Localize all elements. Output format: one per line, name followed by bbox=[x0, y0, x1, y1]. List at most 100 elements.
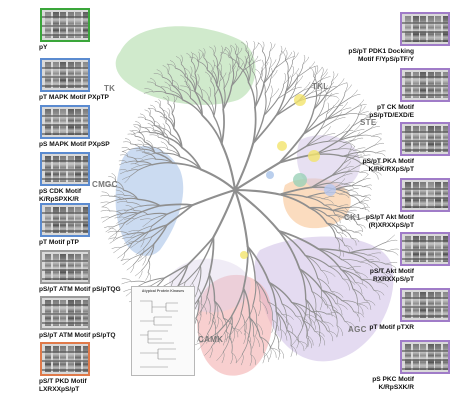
tree-branch bbox=[326, 313, 338, 319]
tree-branch bbox=[313, 93, 327, 110]
tree-branch bbox=[347, 265, 361, 269]
tree-branch bbox=[198, 49, 205, 58]
tree-branch bbox=[109, 232, 118, 238]
tree-branch bbox=[209, 346, 213, 359]
tree-branch bbox=[251, 70, 257, 87]
tree-branch bbox=[342, 278, 350, 291]
tree-branch bbox=[112, 222, 125, 228]
tree-branch bbox=[278, 348, 285, 359]
tree-branch bbox=[236, 62, 244, 73]
tree-branch bbox=[320, 68, 328, 78]
tree-branch bbox=[351, 113, 359, 127]
tree-branch bbox=[104, 226, 114, 228]
tree-branch bbox=[252, 40, 256, 52]
tree-branch bbox=[206, 273, 211, 298]
tree-branch bbox=[101, 191, 110, 197]
tree-branch bbox=[220, 52, 230, 58]
tree-branch bbox=[261, 59, 264, 72]
tree-branch bbox=[317, 248, 342, 271]
tree-branch bbox=[108, 227, 117, 233]
tree-branch bbox=[199, 236, 215, 267]
tree-branch bbox=[332, 309, 338, 326]
tree-branch bbox=[223, 317, 228, 333]
tree-branch bbox=[118, 160, 127, 163]
tree-branch bbox=[163, 132, 170, 145]
tree-branch bbox=[142, 255, 147, 266]
tree-branch bbox=[291, 65, 295, 78]
tree-branch bbox=[216, 351, 224, 361]
tree-branch bbox=[263, 98, 271, 116]
tree-branch bbox=[297, 321, 305, 338]
tree-branch bbox=[139, 163, 153, 167]
tree-branch bbox=[341, 229, 352, 239]
tree-branch bbox=[197, 84, 203, 100]
tree-branch bbox=[308, 207, 328, 217]
blot-band bbox=[42, 85, 88, 87]
tree-branch bbox=[311, 291, 326, 305]
tree-branch bbox=[159, 203, 194, 207]
tree-branch bbox=[267, 301, 283, 315]
tree-branch bbox=[315, 67, 322, 76]
tree-branch bbox=[114, 194, 125, 196]
tree-branch bbox=[135, 237, 145, 245]
tree-branch bbox=[331, 73, 339, 82]
tree-branch bbox=[310, 175, 333, 189]
tree-branch bbox=[141, 259, 149, 271]
tree-branch bbox=[252, 114, 277, 145]
tree-branch bbox=[252, 114, 265, 145]
tree-branch bbox=[120, 197, 139, 200]
tree-branch bbox=[369, 261, 386, 265]
tree-branch bbox=[285, 76, 299, 93]
tree-branch bbox=[295, 73, 299, 85]
blot-lane bbox=[412, 292, 419, 318]
tree-branch bbox=[214, 81, 221, 96]
tree-branch bbox=[344, 82, 348, 93]
tree-branch bbox=[304, 314, 318, 321]
tree-branch bbox=[109, 238, 118, 244]
tree-branch bbox=[283, 72, 286, 85]
tree-branch bbox=[359, 202, 369, 207]
blot-lane bbox=[75, 207, 82, 233]
tree-branch bbox=[165, 92, 184, 101]
tree-branch bbox=[295, 315, 308, 322]
tree-branch bbox=[311, 291, 317, 311]
tree-branch bbox=[330, 290, 344, 298]
tree-branch bbox=[120, 258, 130, 261]
tree-branch bbox=[121, 151, 129, 157]
blot-caption: pS CDK Motif K/RpSPXK/R bbox=[39, 188, 82, 203]
tree-branch bbox=[324, 204, 336, 215]
tree-branch bbox=[128, 230, 139, 232]
blot-lane bbox=[435, 182, 442, 208]
tree-branch bbox=[175, 67, 186, 77]
tree-branch bbox=[317, 277, 332, 292]
blot-lane bbox=[443, 344, 448, 370]
tree-branch bbox=[210, 80, 216, 96]
tree-branch bbox=[159, 106, 165, 118]
tree-branch bbox=[327, 132, 343, 142]
tree-branch bbox=[118, 196, 128, 203]
tree-branch bbox=[252, 106, 257, 145]
tree-branch bbox=[324, 204, 339, 208]
tree-branch bbox=[180, 85, 191, 91]
tree-branch bbox=[351, 137, 364, 142]
tree-branch bbox=[272, 319, 280, 332]
tree-branch bbox=[249, 354, 253, 366]
tree-branch bbox=[147, 271, 151, 281]
tree-branch bbox=[212, 319, 217, 335]
tree-branch bbox=[108, 176, 116, 182]
tree-branch bbox=[242, 245, 249, 290]
tree-branch bbox=[233, 188, 280, 232]
blot-lane bbox=[435, 16, 442, 42]
tree-branch bbox=[344, 181, 355, 185]
blot-lane bbox=[75, 109, 82, 135]
tree-branch bbox=[373, 289, 381, 300]
tree-branch bbox=[228, 336, 233, 354]
tree-branch bbox=[223, 74, 230, 89]
tree-branch bbox=[286, 321, 294, 333]
tree-branch bbox=[362, 184, 372, 188]
tree-branch bbox=[278, 133, 305, 164]
family-label-cmgc: CMGC bbox=[92, 180, 118, 189]
tree-branch bbox=[331, 99, 340, 109]
tree-branch bbox=[163, 97, 169, 104]
tree-branch bbox=[350, 184, 364, 188]
